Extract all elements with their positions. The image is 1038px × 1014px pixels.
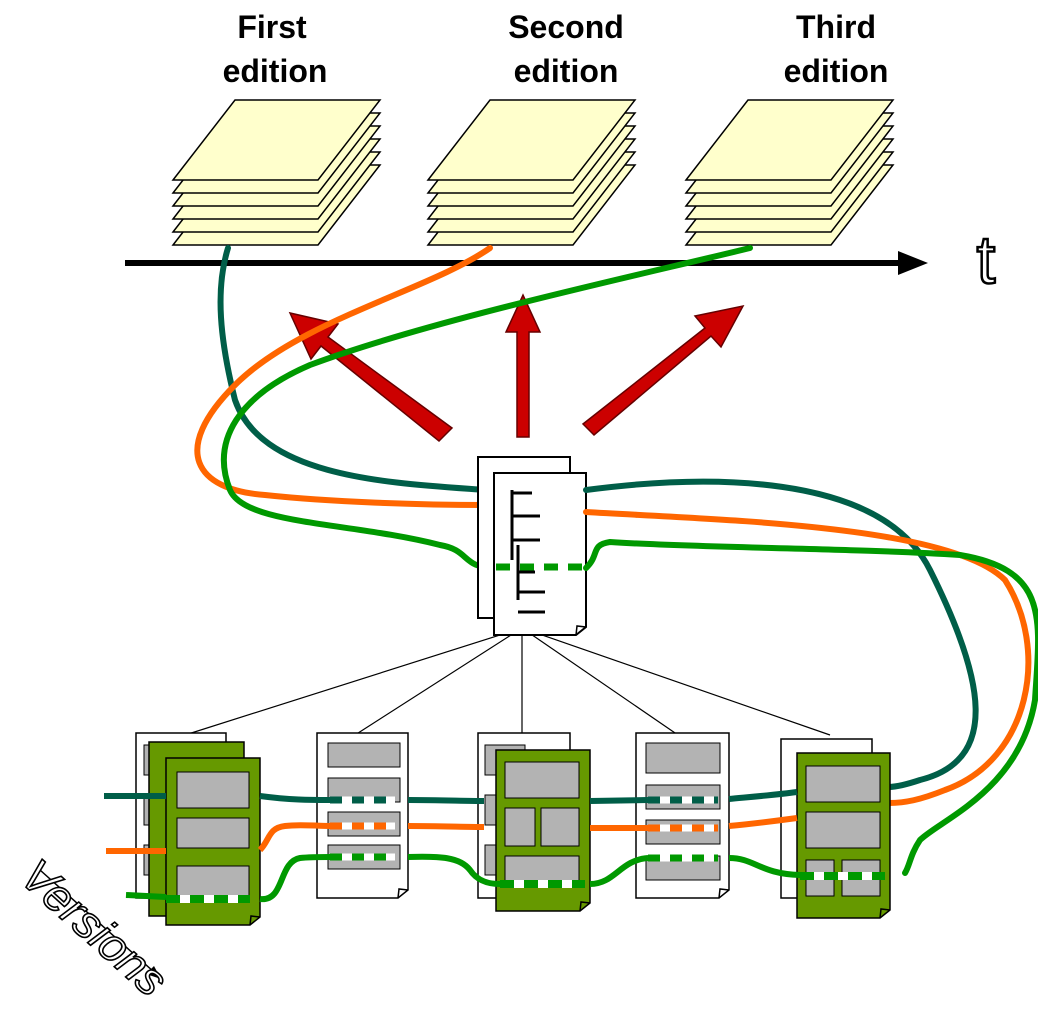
- paper-stack-first-edition: [171, 99, 382, 246]
- edition-label-second-line2: edition: [514, 53, 619, 89]
- component-doc-4: [635, 732, 730, 899]
- versions-axis-arrow: [39, 869, 161, 979]
- edition-label-first-line1: First: [237, 9, 307, 45]
- paper-stack-third-edition: [684, 99, 895, 246]
- component-doc-2: [316, 732, 409, 899]
- edition-label-first-line2: edition: [223, 53, 328, 89]
- red-arrow-to-second-edition: [504, 293, 542, 438]
- tree-connector-lines: [184, 627, 831, 736]
- orange-selection-line: [106, 815, 798, 854]
- dark-green-curve-back: [217, 245, 488, 493]
- time-axis-label: t: [977, 222, 996, 298]
- edition-label-third-line2: edition: [784, 53, 889, 89]
- green-curve-back: [220, 245, 753, 571]
- green-curve-front: [583, 538, 1038, 876]
- index-document: [477, 456, 587, 636]
- green-selection-line: [125, 853, 885, 903]
- orange-curve-front: [583, 509, 1032, 806]
- component-doc-5: [780, 738, 891, 919]
- red-arrow-to-third-edition: [581, 304, 745, 437]
- edition-label-second-line1: Second: [508, 9, 624, 45]
- selection-curves-front: [583, 478, 1038, 876]
- component-doc-3: [477, 732, 591, 912]
- dark-green-selection-line: [104, 789, 798, 804]
- dark-green-curve-front: [583, 478, 979, 790]
- edition-label-third-line1: Third: [796, 9, 876, 45]
- paper-stack-second-edition: [426, 99, 637, 246]
- orange-curve-back: [194, 245, 493, 508]
- time-axis-arrow: [125, 251, 928, 275]
- selection-curves-back: [194, 245, 753, 571]
